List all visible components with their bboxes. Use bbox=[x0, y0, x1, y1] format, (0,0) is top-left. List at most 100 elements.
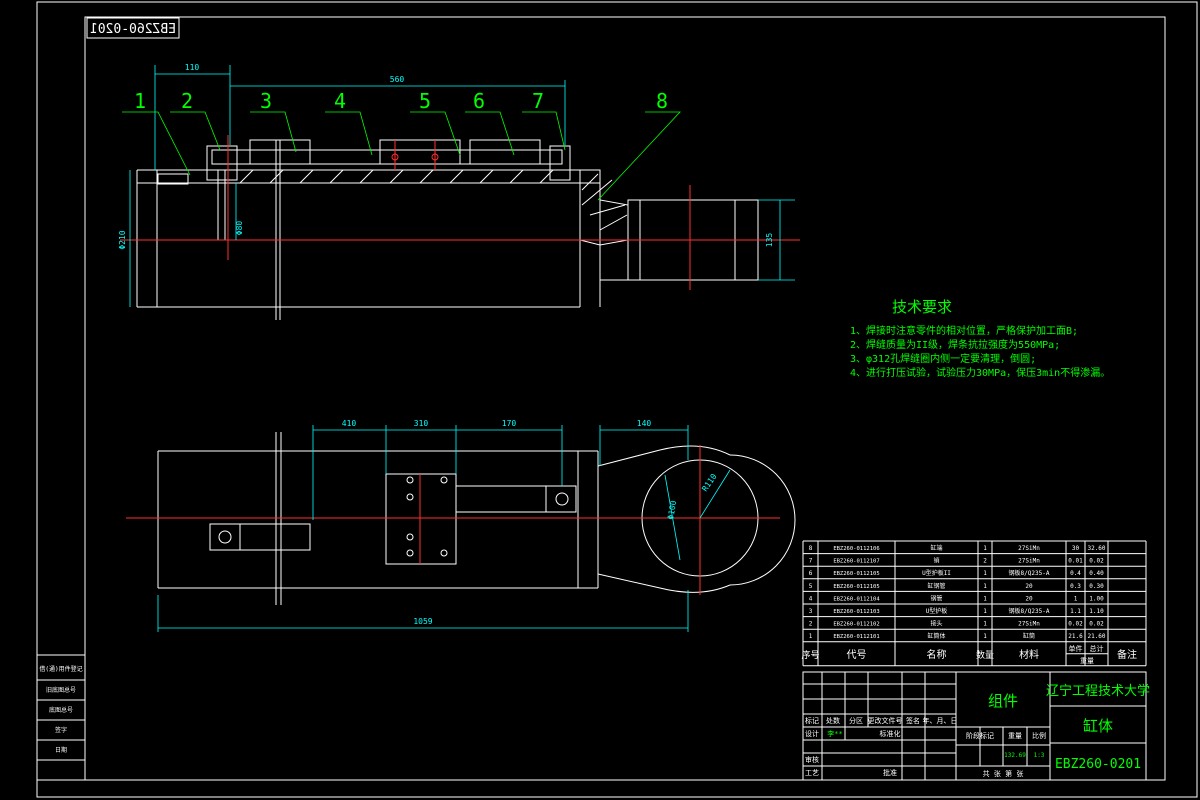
bom-code: EBZ260-0112105 bbox=[833, 584, 879, 590]
bom-no: 5 bbox=[809, 583, 813, 590]
bom-no: 6 bbox=[809, 570, 813, 577]
bom-h-unit: 单件 bbox=[1069, 644, 1083, 653]
strip-5: 日期 bbox=[55, 746, 67, 754]
outer-frame bbox=[36, 1, 1198, 798]
dim-410: 410 bbox=[342, 419, 357, 428]
bom-material: 钢板8/Q235-A bbox=[1009, 607, 1050, 615]
bom-h-qty: 数量 bbox=[976, 649, 994, 661]
bom-unit: 0.02 bbox=[1068, 621, 1083, 628]
bom-name: U型护板II bbox=[922, 569, 951, 577]
tb-assembly: 组件 bbox=[988, 692, 1018, 710]
bom-qty: 1 bbox=[983, 621, 987, 628]
dim-r110: R110 bbox=[700, 472, 719, 493]
dim-140: 140 bbox=[637, 419, 652, 428]
strip-1: 借(通)用件登记 bbox=[39, 665, 82, 673]
drawing-code-box bbox=[86, 17, 180, 39]
strip-3: 底图总号 bbox=[49, 706, 73, 714]
balloon-4: 4 bbox=[334, 89, 346, 113]
bom-total: 21.60 bbox=[1087, 633, 1105, 640]
balloon-2: 2 bbox=[181, 89, 193, 113]
bom-material: 20 bbox=[1025, 583, 1033, 590]
tb-scale-val: 1:3 bbox=[1034, 752, 1045, 759]
left-registration-strip: 借(通)用件登记 旧底图总号 底图总号 签字 日期 bbox=[36, 654, 86, 781]
bom-h-code: 代号 bbox=[847, 649, 867, 661]
bom-unit: 1 bbox=[1074, 595, 1078, 602]
dim-1059: 1059 bbox=[413, 617, 432, 626]
dim-560: 560 bbox=[390, 75, 405, 84]
bom-total: 0.02 bbox=[1089, 621, 1104, 628]
dim-phi100: Φ100 bbox=[666, 500, 678, 521]
tb-stage-mark: 阶段标记 bbox=[966, 731, 994, 740]
tech-title: 技术要求 bbox=[892, 298, 952, 316]
top-dimensions: 110 560 Φ210 Φ80 135 bbox=[118, 63, 795, 307]
tb-drawing-no: EBZ260-0201 bbox=[1055, 757, 1141, 772]
balloon-7: 7 bbox=[532, 89, 544, 113]
bom-no: 7 bbox=[809, 558, 813, 565]
dim-phi80: Φ80 bbox=[235, 221, 244, 236]
bom-material: 27SiMn bbox=[1018, 545, 1040, 552]
tb-rev-2: 处数 bbox=[826, 716, 840, 725]
bom-code: EBZ260-0112104 bbox=[833, 596, 880, 602]
bom-name: U型护板 bbox=[926, 607, 948, 615]
bom-unit: 30 bbox=[1072, 545, 1080, 552]
tech-item-1: 1、焊接时注意零件的相对位置，严格保护加工面B; bbox=[850, 324, 1078, 337]
dim-110-top: 110 bbox=[185, 63, 200, 72]
bom-no: 2 bbox=[809, 621, 813, 628]
bom-material: 缸筒 bbox=[1023, 632, 1035, 640]
bom-total: 1.00 bbox=[1089, 595, 1104, 602]
bom-total: 0.40 bbox=[1089, 570, 1104, 577]
bom-code: EBZ260-0112102 bbox=[833, 622, 879, 628]
balloon-1: 1 bbox=[134, 89, 146, 113]
bom-unit: 1.1 bbox=[1070, 608, 1081, 615]
bom-qty: 2 bbox=[983, 558, 987, 565]
tech-item-4: 4、进行打压试验，试验压力30MPa，保压3min不得渗漏。 bbox=[850, 366, 1110, 379]
tb-university: 辽宁工程技术大学 bbox=[1046, 683, 1150, 699]
tb-scale: 比例 bbox=[1032, 731, 1046, 740]
section-view bbox=[120, 135, 800, 320]
bom-total: 32.60 bbox=[1087, 545, 1105, 552]
tb-process: 工艺 bbox=[805, 769, 819, 777]
bom-name: 接头 bbox=[930, 620, 942, 628]
bom-unit: 0.01 bbox=[1068, 558, 1083, 565]
bom-qty: 1 bbox=[983, 583, 987, 590]
tech-item-2: 2、焊缝质量为II级，焊条抗拉强度为550MPa; bbox=[850, 338, 1060, 351]
dim-135: 135 bbox=[765, 233, 774, 248]
tb-rev-3: 分区 bbox=[849, 716, 863, 725]
bom-h-material: 材料 bbox=[1019, 648, 1039, 661]
bom-code: EBZ260-0112107 bbox=[833, 559, 879, 565]
bom-name: 缸钢管 bbox=[927, 582, 945, 590]
bom-name: 销 bbox=[933, 557, 939, 565]
plan-dimensions: 410 310 170 140 1059 R110 Φ100 bbox=[157, 419, 731, 632]
inner-frame bbox=[84, 16, 1166, 781]
bom-code: EBZ260-0112106 bbox=[833, 546, 879, 552]
bom-no: 1 bbox=[809, 633, 813, 640]
technical-requirements: 技术要求 1、焊接时注意零件的相对位置，严格保护加工面B; 2、焊缝质量为II级… bbox=[850, 298, 1110, 379]
tb-designer: 李** bbox=[827, 729, 842, 738]
bom-no: 8 bbox=[809, 545, 813, 552]
tb-review: 审核 bbox=[805, 755, 819, 764]
bom-material: 20 bbox=[1025, 595, 1033, 602]
bom-name: 钢管 bbox=[930, 594, 942, 602]
bom-total: 0.30 bbox=[1089, 583, 1104, 590]
balloon-5: 5 bbox=[419, 89, 431, 113]
bom-no: 3 bbox=[809, 608, 813, 615]
bom-material: 钢板8/Q235-A bbox=[1009, 569, 1050, 577]
bom-h-name: 名称 bbox=[927, 648, 947, 661]
bom-h-remark: 备注 bbox=[1117, 648, 1137, 661]
tb-rev-6: 年、月、日 bbox=[923, 716, 958, 725]
balloon-8: 8 bbox=[656, 89, 668, 113]
part-balloons: 1 2 3 4 5 6 7 8 bbox=[122, 89, 681, 201]
bom-h-weight: 重量 bbox=[1080, 657, 1094, 665]
balloon-3: 3 bbox=[260, 89, 272, 113]
plan-view bbox=[126, 432, 796, 605]
tb-sheets: 共 张 第 张 bbox=[983, 769, 1024, 778]
drawing-code-top: EBZ260-0201 bbox=[90, 22, 176, 37]
bom-total: 0.02 bbox=[1089, 558, 1104, 565]
tb-design: 设计 bbox=[805, 729, 819, 738]
bom-code: EBZ260-0112105 bbox=[833, 571, 879, 577]
bom-unit: 0.3 bbox=[1070, 583, 1081, 590]
tb-rev-1: 标记 bbox=[805, 716, 819, 725]
bom-h-no: 序号 bbox=[801, 649, 819, 661]
tb-approve: 批准 bbox=[883, 768, 897, 777]
